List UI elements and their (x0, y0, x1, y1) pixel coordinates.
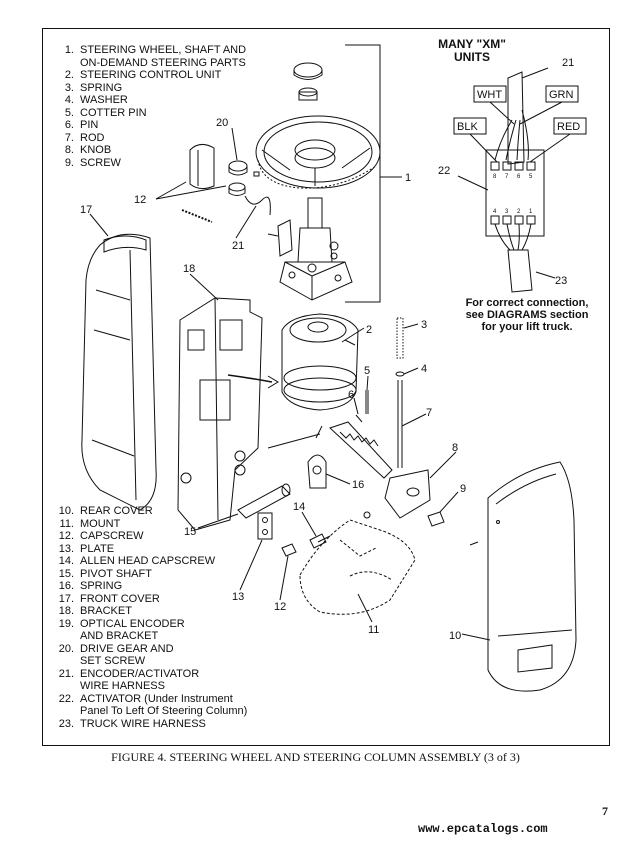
callout-12a: 12 (134, 194, 146, 206)
parts-list-item: SET SCREW (80, 655, 146, 667)
parts-list-item: 11.MOUNT (59, 517, 121, 530)
parts-list-item: AND BRACKET (80, 630, 159, 642)
callout-8: 8 (452, 442, 458, 454)
callout-4: 4 (421, 363, 427, 375)
callout-15: 15 (184, 526, 196, 538)
parts-list-item: 9.SCREW (64, 156, 121, 169)
parts-list-item: 10.REAR COVER (58, 505, 153, 517)
parts-list-item: 6.PIN (64, 119, 99, 131)
callout-14: 14 (293, 501, 305, 513)
parts-list-10-23: 10.REAR COVER 11.MOUNT 12.CAPSCREW 13.PL… (50, 505, 248, 730)
parts-list-item: 16.SPRING (58, 580, 123, 592)
pin-label: 5 (529, 174, 533, 180)
parts-list-item: 14.ALLEN HEAD CAPSCREW (58, 555, 216, 567)
callout-12b: 12 (274, 601, 286, 613)
pin-label: 4 (493, 209, 497, 215)
front-cover (81, 233, 157, 511)
callout-3: 3 (421, 319, 427, 331)
steering-shaft (267, 197, 353, 301)
parts-list-item: 7.ROD (64, 131, 105, 144)
xm-wiring (453, 67, 587, 293)
parts-list-item: 3.SPRING (64, 81, 123, 94)
leader-lines (89, 127, 491, 641)
pin-label: 6 (517, 174, 521, 180)
optical-encoder (181, 144, 271, 223)
callout-22: 22 (438, 165, 450, 177)
figure-frame (42, 28, 610, 746)
parts-list-item: 15.PIVOT SHAFT (58, 567, 152, 580)
parts-list-item: 13.PLATE (58, 542, 115, 555)
spring-and-rod (395, 317, 405, 468)
parts-list-item: 23.TRUCK WIRE HARNESS (58, 717, 206, 730)
callout-2: 2 (366, 324, 372, 336)
callout-20: 20 (216, 117, 228, 129)
figure-caption: FIGURE 4. STEERING WHEEL AND STEERING CO… (111, 750, 520, 764)
callout-11: 11 (368, 624, 379, 636)
callout-18: 18 (183, 263, 195, 275)
parts-list-item: WIRE HARNESS (80, 680, 165, 692)
wire-label-blk: BLK (457, 121, 478, 133)
item1-bracket (345, 44, 402, 303)
parts-list-item: 2.STEERING CONTROL UNIT (64, 69, 222, 81)
parts-list-item: 21.ENCODER/ACTIVATOR (58, 667, 200, 680)
parts-list-item: 18.BRACKET (58, 605, 132, 617)
callout-10: 10 (449, 630, 461, 642)
wire-label-red: RED (557, 121, 580, 133)
activator-lever (267, 421, 393, 489)
pin-label: 7 (505, 174, 509, 180)
callout-9: 9 (460, 483, 466, 495)
steering-control-unit (281, 313, 359, 411)
parts-list-item: 17.FRONT COVER (58, 592, 160, 605)
parts-list-item: 20.DRIVE GEAR AND (58, 642, 174, 655)
pin-label: 1 (529, 209, 533, 215)
callout-17: 17 (80, 204, 92, 216)
callout-21a: 21 (232, 240, 244, 252)
wire-label-grn: GRN (549, 89, 574, 101)
knob (384, 469, 431, 519)
callout-13: 13 (232, 591, 244, 603)
note-line: for your lift truck. (481, 321, 573, 333)
callout-6: 6 (348, 389, 354, 401)
callout-7: 7 (426, 407, 432, 419)
pin-label: 8 (493, 174, 497, 180)
parts-list-item: 19.OPTICAL ENCODER (58, 617, 185, 630)
wire-label-wht: WHT (477, 89, 502, 101)
mount (299, 519, 416, 615)
parts-list-1-9: 1.STEERING WHEEL, SHAFT AND ON-DEMAND ST… (50, 44, 246, 169)
callout-23: 23 (555, 275, 567, 287)
callout-1: 1 (405, 172, 411, 184)
parts-list-item: 22.ACTIVATOR (Under Instrument (58, 692, 233, 705)
cotter-pin (355, 390, 369, 423)
xm-title-line: UNITS (454, 50, 490, 64)
watermark-url: www.epcatalogs.com (418, 822, 548, 836)
parts-list-item: ON-DEMAND STEERING PARTS (80, 56, 246, 69)
column-bracket (177, 297, 279, 531)
pivot-shaft (237, 483, 291, 519)
steering-wheel (255, 115, 381, 189)
wire-labels: WHT GRN BLK RED 8 7 6 5 4 3 2 1 (457, 89, 580, 215)
connection-note: For correct connection, see DIAGRAMS sec… (452, 297, 602, 333)
pin-label: 2 (517, 209, 521, 215)
parts-list-item: 8.KNOB (64, 144, 112, 156)
callout-16: 16 (352, 479, 364, 491)
pin-label: 3 (505, 209, 509, 215)
xm-units-title: MANY "XM" UNITS (402, 38, 542, 64)
parts-list-item: 5.COTTER PIN (64, 106, 147, 119)
xm-title-line: MANY "XM" (438, 37, 506, 51)
parts-list-item: 4.WASHER (64, 94, 128, 106)
rear-cover (487, 461, 577, 692)
callout-5: 5 (364, 365, 370, 377)
callout-21b: 21 (562, 57, 574, 69)
parts-list-item: 1.STEERING WHEEL, SHAFT AND (64, 44, 247, 56)
page-number: 7 (602, 804, 608, 818)
note-line: see DIAGRAMS section (465, 309, 589, 321)
parts-list-item: Panel To Left Of Steering Column) (80, 705, 248, 717)
note-line: For correct connection, (465, 297, 589, 309)
callout-labels: 1 2 3 4 5 6 7 8 9 10 11 12 12 13 14 15 1… (80, 57, 574, 642)
small-hardware (257, 511, 479, 557)
horn-cap (293, 62, 323, 101)
parts-list-item: 12.CAPSCREW (58, 530, 144, 542)
